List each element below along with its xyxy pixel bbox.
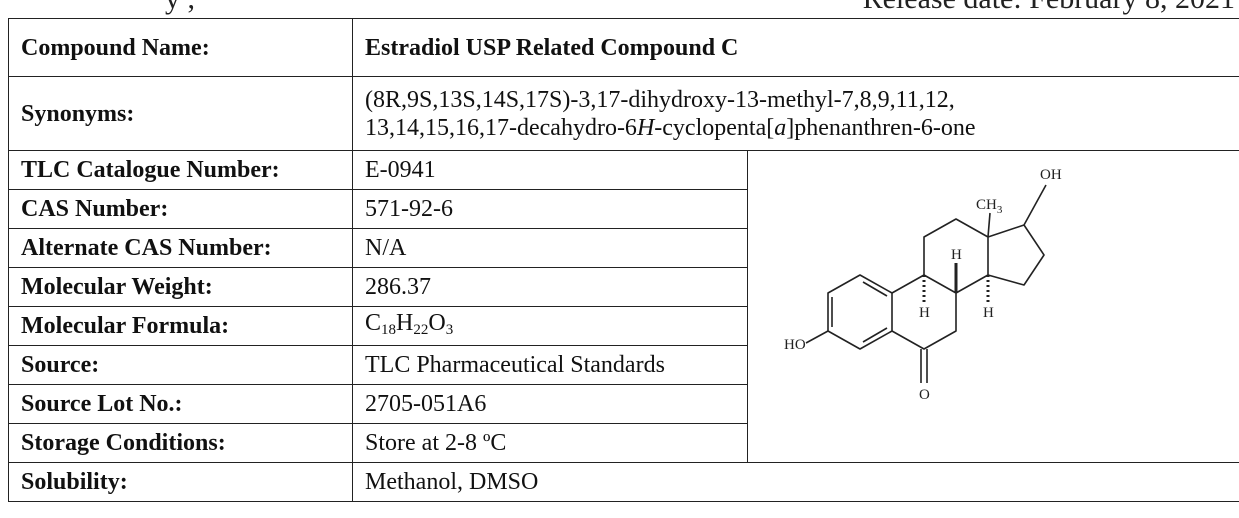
row-synonyms: Synonyms: (8R,9S,13S,14S,17S)-3,17-dihyd…	[8, 76, 1239, 151]
solubility-value: Methanol, DMSO	[351, 462, 1239, 502]
row-alternate-cas: Alternate CAS Number: N/A	[8, 228, 1239, 268]
structure-cell: OH CH3 H H H HO O	[746, 150, 1239, 463]
spec-table: Compound Name: Estradiol USP Related Com…	[8, 18, 1239, 502]
alternate-cas-label: Alternate CAS Number:	[8, 228, 353, 268]
alternate-cas-value: N/A	[352, 228, 748, 268]
cas-number-value: 571-92-6	[352, 189, 748, 229]
source-lot-value: 2705-051A6	[352, 384, 748, 424]
cas-number-label: CAS Number:	[8, 189, 353, 229]
ketone-o-label: O	[919, 387, 930, 403]
row-molecular-weight: Molecular Weight: 286.37	[8, 267, 1239, 307]
molecular-formula-label: Molecular Formula:	[8, 306, 353, 346]
row-solubility: Solubility: Methanol, DMSO	[8, 462, 1239, 502]
row-source-lot: Source Lot No.: 2705-051A6	[8, 384, 1239, 424]
synonyms-label: Synonyms:	[8, 76, 353, 151]
catalogue-number-value: E-0941	[352, 150, 748, 190]
row-cas-number: CAS Number: 571-92-6	[8, 189, 1239, 229]
molecular-formula-value: C18H22O3	[352, 306, 748, 346]
oh-label: OH	[1040, 167, 1062, 183]
ho-label: HO	[784, 337, 806, 353]
source-lot-label: Source Lot No.:	[8, 384, 353, 424]
compound-name-value: Estradiol USP Related Compound C	[351, 18, 1239, 77]
chemical-structure: OH CH3 H H H HO O	[784, 167, 1062, 403]
row-compound-name: Compound Name: Estradiol USP Related Com…	[8, 18, 1239, 77]
h-label-c9: H	[919, 305, 930, 321]
storage-conditions-value: Store at 2-8 ºC	[352, 423, 748, 463]
molecular-weight-label: Molecular Weight:	[8, 267, 353, 307]
synonyms-line-1: (8R,9S,13S,14S,17S)-3,17-dihydroxy-13-me…	[365, 86, 955, 113]
catalogue-number-label: TLC Catalogue Number:	[8, 150, 353, 190]
solubility-label: Solubility:	[8, 462, 353, 502]
molecular-weight-value: 286.37	[352, 267, 748, 307]
source-label: Source:	[8, 345, 353, 385]
storage-conditions-label: Storage Conditions:	[8, 423, 353, 463]
row-source: Source: TLC Pharmaceutical Standards	[8, 345, 1239, 385]
source-value: TLC Pharmaceutical Standards	[352, 345, 748, 385]
h-label-c14: H	[983, 305, 994, 321]
compound-name-label: Compound Name:	[8, 18, 353, 77]
row-storage-conditions: Storage Conditions: Store at 2-8 ºC	[8, 423, 1239, 463]
ch3-label: CH3	[976, 197, 1003, 216]
header-fragment-left: y ,	[165, 0, 195, 16]
row-catalogue-number: TLC Catalogue Number: E-0941	[8, 150, 1239, 463]
synonyms-value: (8R,9S,13S,14S,17S)-3,17-dihydroxy-13-me…	[351, 76, 1239, 151]
synonyms-line-2: 13,14,15,16,17-decahydro-6H-cyclopenta[a…	[365, 114, 976, 141]
release-date: Release date: February 8, 2021	[863, 0, 1235, 16]
h-label-c8: H	[951, 247, 962, 263]
